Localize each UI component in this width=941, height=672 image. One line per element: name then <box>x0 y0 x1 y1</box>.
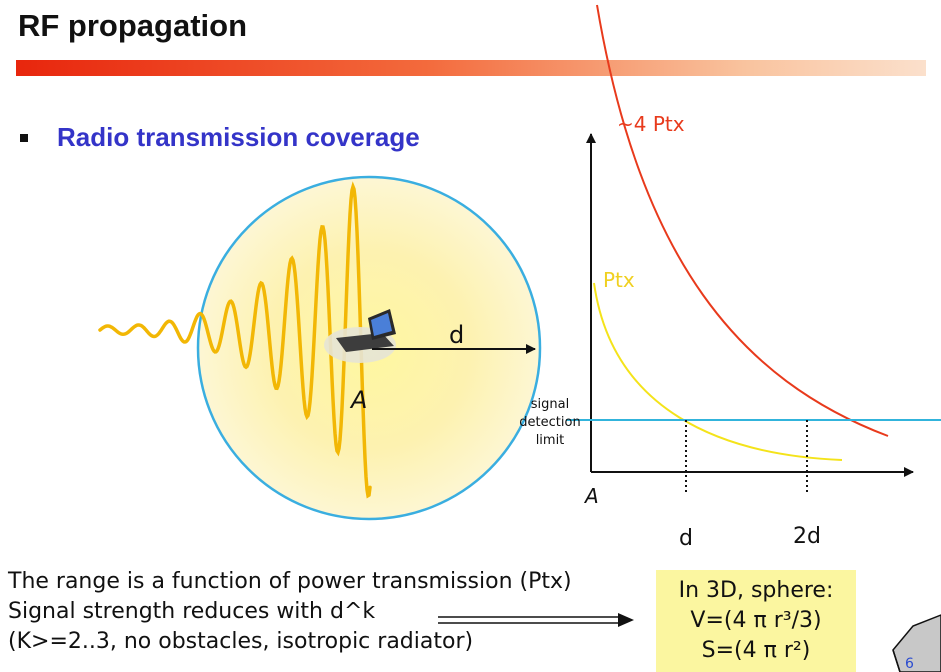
curve-ptx <box>593 282 843 461</box>
description-line-3: (K>=2..3, no obstacles, isotropic radiat… <box>8 629 474 654</box>
threshold-label-line-1: signal <box>531 397 569 412</box>
description-line-2: Signal strength reduces with d^k <box>8 599 376 624</box>
description-line-1: The range is a function of power transmi… <box>8 569 572 594</box>
formula-line-2: V=(4 π r³/3) <box>690 608 822 633</box>
description-text: The range is a function of power transmi… <box>8 567 572 657</box>
threshold-label-line-3: limit <box>536 433 565 448</box>
x-tick-2d: 2d <box>793 524 821 549</box>
curve-ptx-label: Ptx <box>603 268 635 292</box>
sphere-formula-box: In 3D, sphere: V=(4 π r³/3) S=(4 π r²) <box>656 570 856 672</box>
laptop-icon <box>324 309 396 363</box>
distance-label: d <box>449 321 464 349</box>
page-title: RF propagation <box>18 8 248 43</box>
radio-wave <box>98 181 372 499</box>
page-number: 6 <box>905 656 914 672</box>
title-underline-bar <box>16 60 926 76</box>
page-corner <box>892 614 941 672</box>
origin-label: A <box>583 484 599 508</box>
double-arrow-icon <box>438 613 634 627</box>
bullet-square-icon <box>20 134 28 142</box>
bullet-heading: Radio transmission coverage <box>57 122 420 152</box>
node-label: A <box>349 386 367 414</box>
formula-line-3: S=(4 π r²) <box>701 638 811 663</box>
curve-4ptx <box>596 4 889 437</box>
curve-4ptx-label: ~4 Ptx <box>617 112 685 136</box>
formula-line-1: In 3D, sphere: <box>678 578 834 603</box>
threshold-label-line-2: detection <box>519 415 580 430</box>
x-tick-d: d <box>679 526 693 551</box>
